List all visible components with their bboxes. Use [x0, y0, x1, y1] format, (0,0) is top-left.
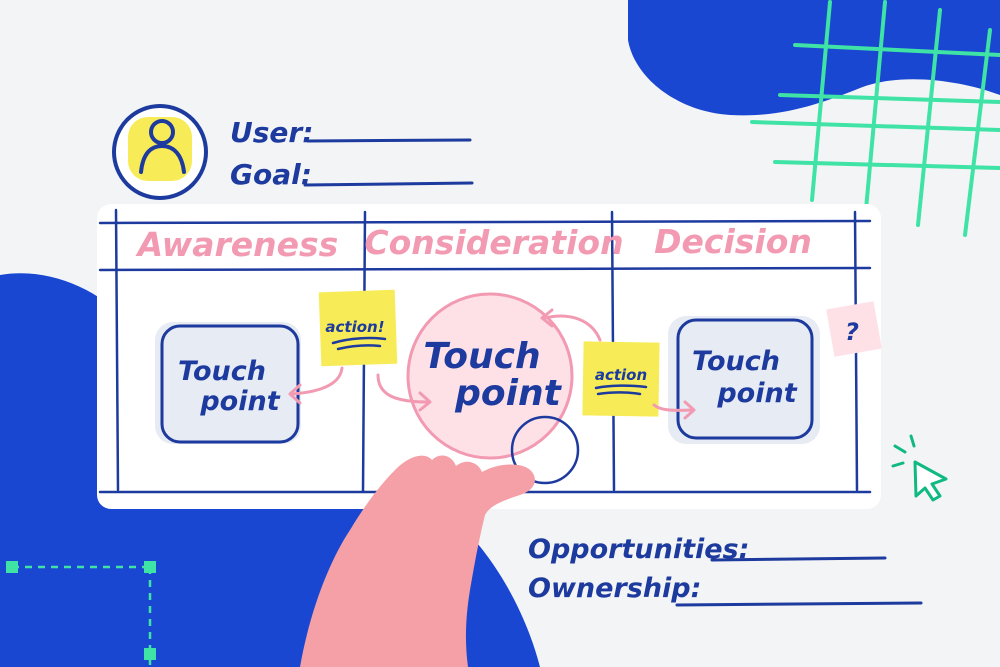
opportunities-underline [710, 556, 887, 562]
sticky-note-action-1[interactable]: action! [318, 289, 398, 367]
stage-consideration: Consideration [364, 223, 623, 262]
user-underline [306, 138, 472, 143]
stage-decision: Decision [654, 222, 812, 261]
touch-point-1-line2: point [199, 386, 280, 417]
pointing-hand-icon [300, 455, 535, 667]
touch-point-1-line1: Touch [178, 356, 266, 387]
ownership-label: Ownership: [528, 573, 701, 604]
stage-awareness: Awareness [135, 225, 339, 264]
user-label: User: [230, 116, 313, 149]
touch-point-2-line1: Touch [423, 336, 540, 377]
touch-point-card-1[interactable]: Touch point [155, 322, 301, 444]
top-right-blob [628, 0, 1000, 116]
sticky-note-action-1-text: action! [325, 318, 384, 336]
touch-point-3-line2: point [716, 378, 797, 409]
touch-point-2-line2: point [454, 373, 562, 414]
flow-arrows [288, 308, 696, 420]
question-note-icon[interactable]: ? [826, 301, 882, 357]
touch-point-card-2[interactable]: Touch point [406, 292, 580, 485]
sticky-note-action-2[interactable]: action [582, 341, 660, 417]
question-note-text: ? [845, 318, 859, 346]
cursor-arrow-icon [891, 434, 948, 502]
ownership-underline [675, 601, 923, 607]
sticky-note-action-2-text: action [595, 366, 647, 384]
dashed-selection-icon [6, 561, 156, 667]
goal-underline [303, 181, 474, 187]
touch-point-3-line1: Touch [692, 346, 780, 377]
user-avatar-icon [112, 104, 208, 200]
goal-label: Goal: [230, 158, 312, 191]
green-grid-icon [750, 0, 1000, 237]
touch-point-card-3[interactable]: Touch point [668, 316, 820, 444]
